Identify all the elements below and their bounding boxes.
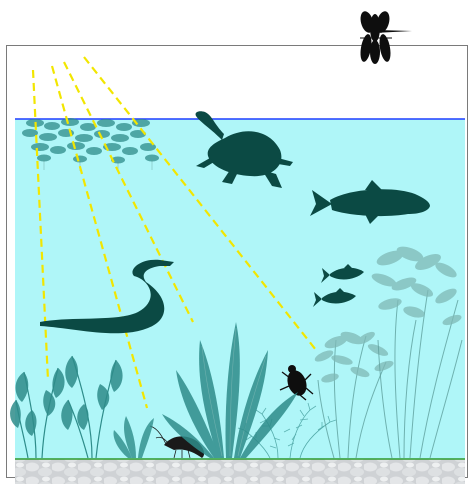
gravel-bed xyxy=(15,459,465,484)
